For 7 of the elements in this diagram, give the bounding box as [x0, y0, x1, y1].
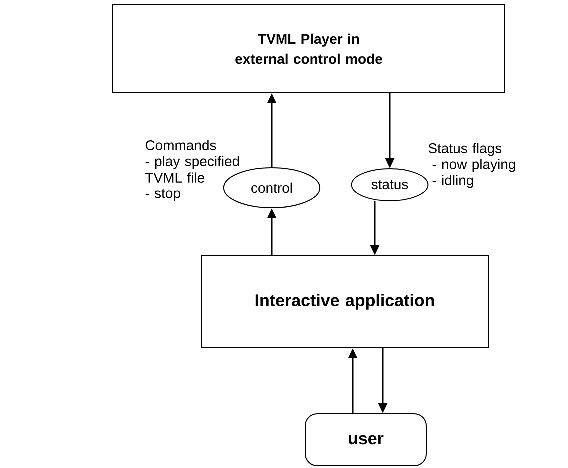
process-box: Interactive application [201, 256, 489, 348]
list-text: Status flags [428, 143, 502, 156]
list-text: - stop [146, 189, 180, 202]
list-text: - now playing [432, 159, 516, 172]
process-box: TVML Player in external control mode [112, 4, 506, 94]
list-text: Commands [146, 140, 216, 150]
terminal-box: user [305, 414, 427, 466]
